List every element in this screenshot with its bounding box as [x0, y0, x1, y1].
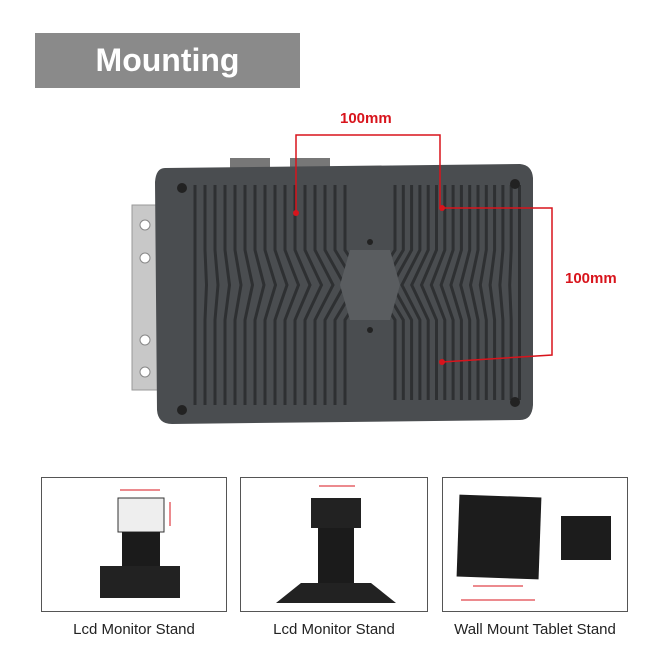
horizontal-dimension-label: 100mm	[340, 110, 392, 127]
panel-label-lcd-stand-2: Lcd Monitor Stand	[273, 621, 395, 638]
panel-wall-mount	[442, 477, 628, 612]
vertical-dimension-label: 100mm	[565, 270, 617, 287]
panel-label-wall-mount: Wall Mount Tablet Stand	[454, 621, 616, 638]
banner-title: Mounting	[95, 42, 240, 78]
wall-bracket	[131, 204, 159, 391]
panel-lcd-stand-2	[240, 477, 428, 612]
dimension-lines	[295, 134, 553, 363]
mini-pc-illustration	[131, 134, 553, 424]
panel-lcd-stand-1	[41, 477, 227, 612]
mounting-banner: Mounting	[35, 33, 300, 88]
panel-label-lcd-stand-1: Lcd Monitor Stand	[73, 621, 195, 638]
